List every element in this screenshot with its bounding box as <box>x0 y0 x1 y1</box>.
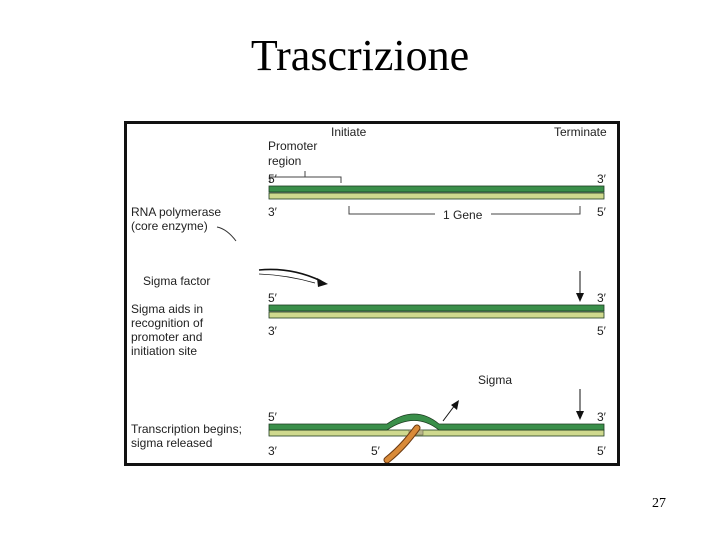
sigma-factor-arrowhead <box>317 278 328 287</box>
gene-label: 1 Gene <box>443 208 483 222</box>
promoter-bracket <box>270 171 341 183</box>
core-enzyme-label: (core enzyme) <box>131 219 208 233</box>
sigma-aids-label-2: recognition of <box>131 316 204 330</box>
dna3-3prime-left: 3′ <box>268 444 278 458</box>
dna2-3prime-left: 3′ <box>268 324 278 338</box>
dna3-coding-strand <box>269 430 604 436</box>
sigma-release-arrow <box>443 405 455 421</box>
sigma-aids-label-1: Sigma aids in <box>131 302 203 316</box>
diagram-canvas: Initiate Terminate Promoter region 5′ 3′… <box>127 124 617 463</box>
termination-arrowhead-1 <box>576 293 584 302</box>
promoter-label: Promoter <box>268 139 317 153</box>
dna2-coding-strand <box>269 312 604 318</box>
sigma-label: Sigma <box>478 373 512 387</box>
sigma-aids-label-3: promoter and <box>131 330 202 344</box>
dna1-5prime-left: 5′ <box>268 172 278 186</box>
dna1-5prime-right: 5′ <box>597 205 607 219</box>
transcription-begins-label: Transcription begins; <box>131 422 242 436</box>
dna2-5prime-left: 5′ <box>268 291 278 305</box>
initiate-label: Initiate <box>331 125 367 139</box>
dna1-3prime-left: 3′ <box>268 205 278 219</box>
dna3-5prime-right: 5′ <box>597 444 607 458</box>
dna2-template-strand <box>269 305 604 311</box>
dna3-3prime-right: 3′ <box>597 410 607 424</box>
sigma-aids-label-4: initiation site <box>131 344 197 358</box>
rna-5prime-end: 5′ <box>371 444 381 458</box>
terminate-label: Terminate <box>554 125 607 139</box>
dna3-template-strand-bubble <box>269 414 604 430</box>
dna1-3prime-right: 3′ <box>597 172 607 186</box>
sigma-factor-label: Sigma factor <box>143 274 210 288</box>
sigma-factor-curve <box>259 269 321 281</box>
dna1-coding-strand <box>269 193 604 199</box>
page-number: 27 <box>636 496 666 512</box>
dna3-5prime-left: 5′ <box>268 410 278 424</box>
region-label: region <box>268 154 301 168</box>
termination-arrowhead-2 <box>576 411 584 420</box>
dna2-3prime-right: 3′ <box>597 291 607 305</box>
slide-title: Trascrizione <box>0 30 720 81</box>
dna1-template-strand <box>269 186 604 192</box>
polymerase-pointer <box>217 227 236 241</box>
rna-polymerase-label: RNA polymerase <box>131 205 221 219</box>
transcription-diagram: Initiate Terminate Promoter region 5′ 3′… <box>124 121 620 466</box>
dna2-5prime-right: 5′ <box>597 324 607 338</box>
sigma-released-label: sigma released <box>131 436 212 450</box>
